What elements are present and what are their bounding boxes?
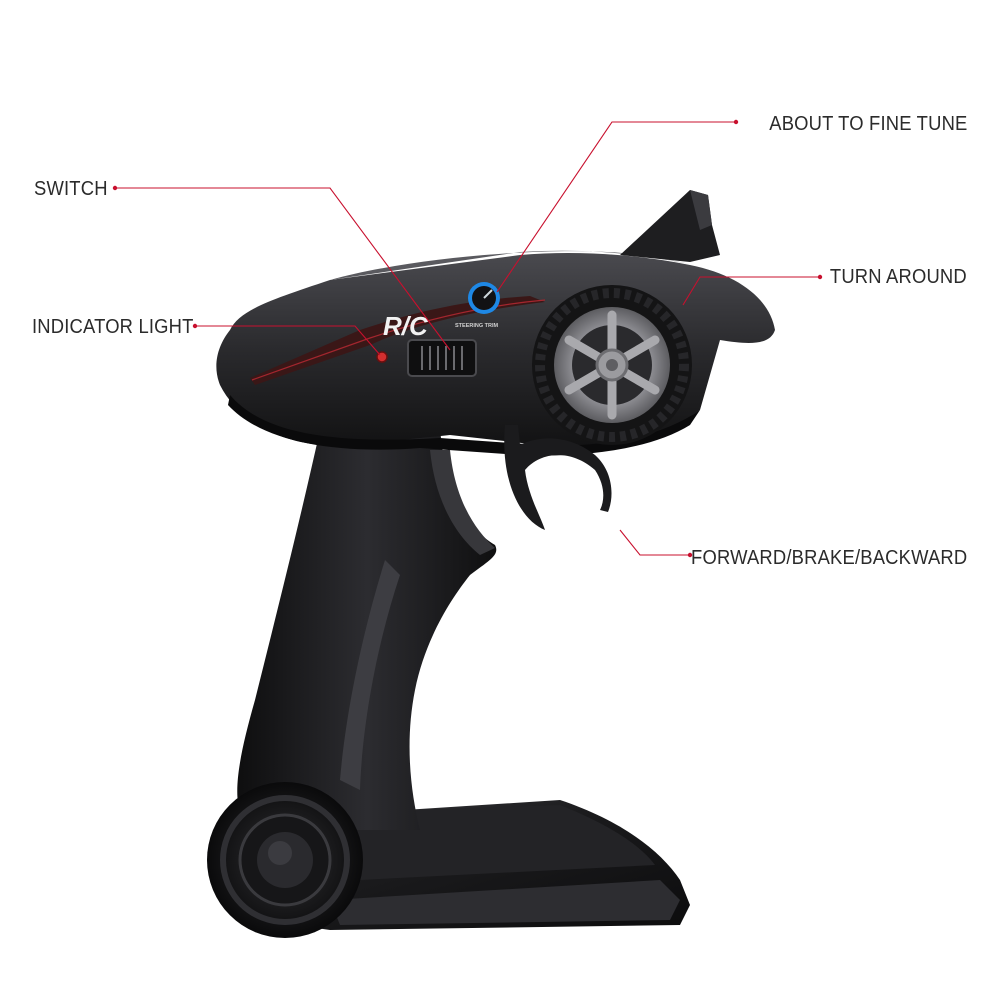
leader-turn-around xyxy=(682,276,820,306)
base-stand xyxy=(250,800,690,930)
leader-switch xyxy=(115,187,451,351)
callout-forward-brake-backward: FORWARD/BRAKE/BACKWARD xyxy=(690,547,967,569)
leader-fine-tune xyxy=(496,121,736,293)
steering-wheel[interactable] xyxy=(532,285,692,445)
handle-grip xyxy=(237,430,497,830)
leader-lines xyxy=(115,121,820,556)
transmitter-head xyxy=(216,250,775,456)
antenna-fin xyxy=(620,190,720,262)
callout-turn-around: TURN AROUND xyxy=(830,266,967,288)
base-wheel xyxy=(207,782,363,938)
trim-label-text: STEERING TRIM xyxy=(455,323,499,329)
steering-trim-knob[interactable] xyxy=(468,282,500,314)
callout-switch: SWITCH xyxy=(34,178,108,200)
leader-indicator xyxy=(195,325,381,356)
leader-forward xyxy=(619,529,690,556)
callout-indicator-light: INDICATOR LIGHT xyxy=(32,316,194,338)
leader-dots xyxy=(112,119,823,558)
logo-text: R/C xyxy=(383,311,429,341)
callout-fine-tune: ABOUT TO FINE TUNE xyxy=(768,113,967,135)
power-switch[interactable] xyxy=(407,339,477,377)
throttle-trigger[interactable] xyxy=(504,425,612,530)
